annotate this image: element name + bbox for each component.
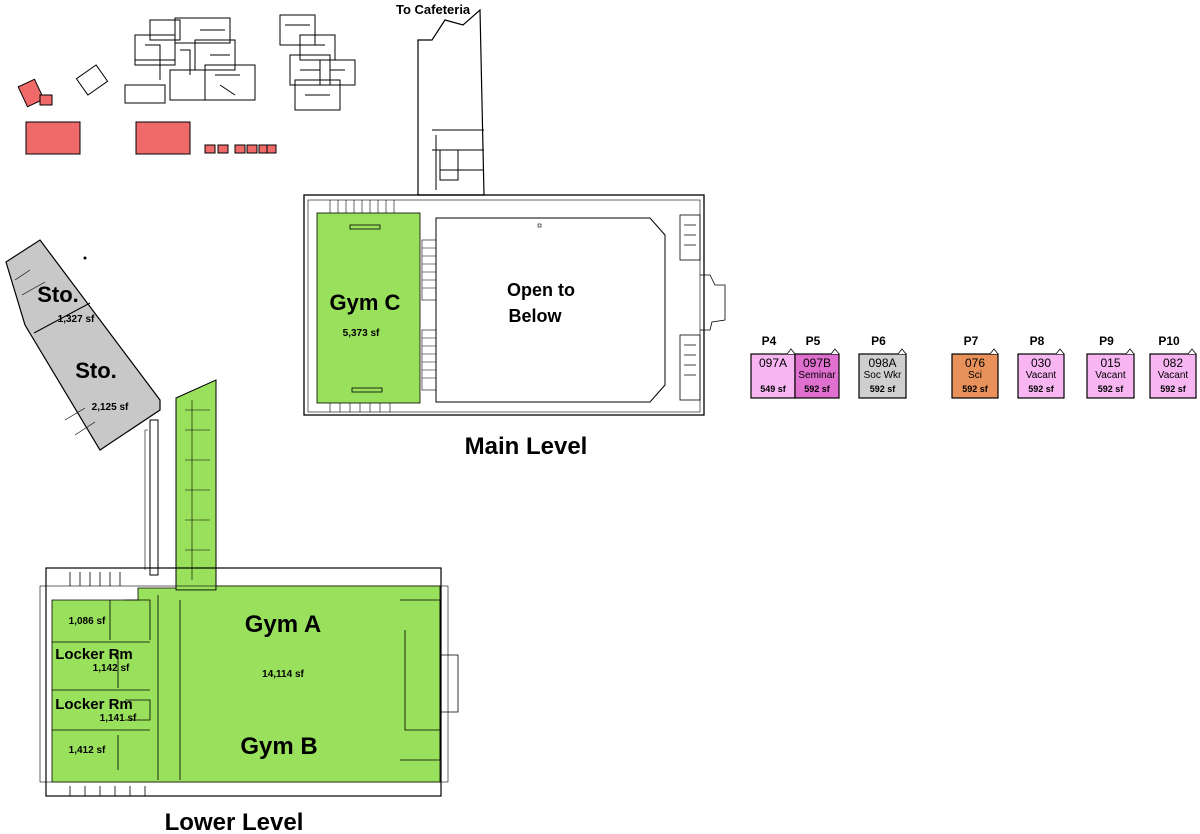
- site-key-map: [75, 14, 356, 111]
- portable-entry-ramp: [830, 348, 840, 355]
- sto-upper-name: Sto.: [37, 282, 79, 307]
- site-building-cluster-west: [124, 17, 256, 104]
- portable-entry-ramp: [897, 348, 907, 355]
- locker-rm-2-area: 1,141 sf: [100, 713, 137, 724]
- gym-c-name: Gym C: [330, 290, 401, 315]
- portable-area-label: 592 sf: [1160, 384, 1187, 394]
- open-to-below-line-2: Below: [508, 306, 562, 326]
- site-highlighted-buildings: [17, 78, 277, 155]
- portable-room-number: 015: [1100, 356, 1120, 370]
- portable-id-label: P4: [762, 334, 777, 348]
- portable-entry-ramp: [1125, 348, 1135, 355]
- gym-c-area-label: 5,373 sf: [343, 328, 380, 339]
- main-level-plan: [303, 8, 726, 416]
- portable-box: [794, 353, 840, 399]
- portable-id-label: P7: [964, 334, 979, 348]
- portable-entry-ramp: [1187, 348, 1197, 355]
- gym-c-area: [316, 212, 421, 404]
- portable-room-number: 098A: [868, 356, 896, 370]
- portable-area-label: 592 sf: [1098, 384, 1125, 394]
- portable-area-label: 592 sf: [962, 384, 989, 394]
- to-cafeteria-label: To Cafeteria: [396, 2, 471, 17]
- portable-area-label: 549 sf: [760, 384, 787, 394]
- portable-use-label: Sci: [968, 370, 982, 381]
- portable-id-label: P9: [1099, 334, 1114, 348]
- lower-level-corridor-wing: [175, 379, 217, 591]
- gym-a-area: 14,114 sf: [262, 669, 304, 680]
- site-outbuilding: [75, 64, 109, 96]
- portable-room-number: 082: [1163, 356, 1183, 370]
- portable-room-number: 076: [965, 356, 985, 370]
- gym-a-name: Gym A: [245, 611, 321, 638]
- portable-entry-ramp: [989, 348, 999, 355]
- room-1412-area: 1,412 sf: [69, 745, 106, 756]
- locker-rm-2-name: Locker Rm: [55, 696, 133, 713]
- portable-use-label: Vacant: [1026, 370, 1057, 381]
- main-level-label: Main Level: [465, 433, 588, 460]
- portable-entry-ramp: [786, 348, 796, 355]
- portable-room-number: 097B: [803, 356, 831, 370]
- portable-box: [1017, 353, 1065, 399]
- lower-level-plan: [39, 379, 459, 797]
- gym-b-name: Gym B: [240, 733, 317, 760]
- portable-use-label: Vacant: [1095, 370, 1126, 381]
- sto-upper-area: 1,327 sf: [58, 314, 95, 325]
- portable-entry-ramp: [1055, 348, 1065, 355]
- storage-wing: [5, 239, 161, 451]
- portable-box: [1149, 353, 1197, 399]
- portable-area-label: 592 sf: [804, 384, 831, 394]
- open-to-below-area: [435, 217, 666, 403]
- gym-ab-area: [51, 585, 441, 783]
- open-to-below-line-1: Open to: [507, 280, 575, 300]
- portable-box: [1086, 353, 1135, 399]
- portable-id-label: P6: [871, 334, 886, 348]
- portable-use-label: Vacant: [1158, 370, 1189, 381]
- sto-lower-name: Sto.: [75, 358, 117, 383]
- locker-rm-1-area: 1,142 sf: [93, 663, 130, 674]
- portable-p4: P4 097A 549 sf: [750, 334, 796, 399]
- room-1086-area: 1,086 sf: [69, 616, 106, 627]
- portable-room-number: 030: [1031, 356, 1051, 370]
- portable-use-label: Seminar: [798, 370, 836, 381]
- portable-id-label: P8: [1030, 334, 1045, 348]
- sto-lower-area: 2,125 sf: [92, 402, 129, 413]
- portable-box: [858, 353, 907, 399]
- locker-rm-1-name: Locker Rm: [55, 646, 133, 663]
- portable-area-label: 592 sf: [1028, 384, 1055, 394]
- portable-area-label: 592 sf: [870, 384, 897, 394]
- portable-id-label: P10: [1158, 334, 1180, 348]
- cafeteria-corridor: [417, 8, 485, 196]
- portable-box: [951, 353, 999, 399]
- portable-room-number: 097A: [759, 356, 787, 370]
- lower-level-label: Lower Level: [165, 809, 304, 834]
- portable-id-label: P5: [806, 334, 821, 348]
- portable-use-label: Soc Wkr: [864, 370, 902, 381]
- site-building-cluster-east: [279, 14, 356, 111]
